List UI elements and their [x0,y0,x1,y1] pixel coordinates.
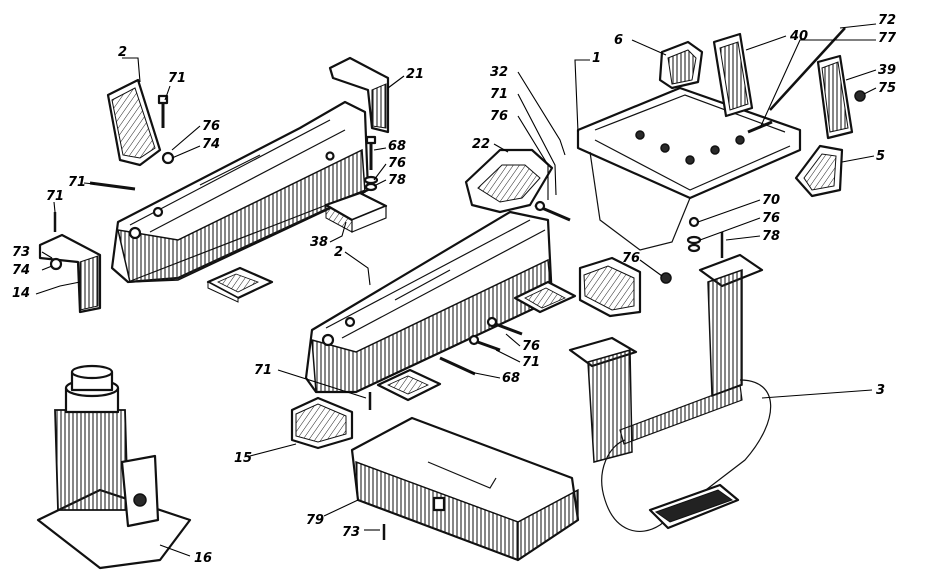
bolt-76-lower [486,316,523,336]
callout-71-bracket-15: 71 [254,363,272,378]
callout-71-left: 71 [68,175,86,190]
bracket-21 [328,56,390,134]
callout-76-right: 76 [762,211,780,226]
nut-74-top-left [161,151,175,165]
callout-71-top-left: 71 [168,71,186,86]
callout-2-top-left: 2 [118,45,127,60]
pad-38 [324,191,388,233]
bracket-15 [290,396,354,450]
callout-15: 15 [234,451,252,466]
callout-74-left: 74 [12,263,30,278]
callout-73-toolbox: 73 [342,525,360,540]
callout-68-upper: 68 [388,139,406,154]
callout-78-right: 78 [762,229,780,244]
step-platform [576,86,802,251]
callout-39: 39 [878,63,896,78]
callout-71-center: 71 [490,87,508,102]
bolt-71-lower [468,334,501,352]
callout-68-lower: 68 [502,371,520,386]
callout-77: 77 [878,31,897,46]
callout-32: 32 [490,65,508,80]
bracket-14 [38,233,102,314]
pad-lower-center [376,368,442,402]
callout-70: 70 [762,193,780,208]
bracket-6 [658,40,704,90]
callout-1: 1 [592,51,601,66]
bolt-76-center [534,200,571,222]
callout-72: 72 [878,13,896,28]
bracket-22 [464,148,554,214]
callout-75: 75 [878,81,896,96]
callout-76-lower: 76 [522,339,540,354]
leader-lines [35,23,877,557]
callout-14: 14 [12,286,30,301]
callout-22: 22 [472,137,490,152]
callout-76-top-left: 76 [202,119,220,134]
bolt-71-left [89,181,136,191]
callout-21: 21 [406,67,424,82]
bracket-2-top-left [106,78,162,167]
callout-74-top-left: 74 [202,137,220,152]
bracket-middle [578,256,642,318]
callout-3: 3 [876,383,885,398]
tool-box [350,416,580,562]
plate-40 [712,32,754,118]
battery-box-left [110,100,370,284]
callout-79: 79 [306,513,324,528]
rod-72 [769,27,846,111]
bolt-71-top-left [157,94,169,128]
pad-left-lower [206,266,274,303]
bolt-68-upper [363,135,379,192]
hydraulic-jack [36,364,192,570]
pad-center [513,280,577,314]
bolt-70 [686,216,702,253]
nut-75 [854,90,866,102]
callout-76-center: 76 [490,109,508,124]
callout-76-nut: 76 [622,251,640,266]
callout-6: 6 [614,33,623,48]
callout-71-lower: 71 [522,355,540,370]
nut-74-left [49,257,63,271]
callout-5: 5 [876,149,885,164]
callout-73-left: 73 [12,245,30,260]
callout-16: 16 [194,551,212,566]
bracket-5 [794,144,844,198]
battery-box-center [304,210,554,394]
step-ladder [568,253,772,532]
callout-2-center: 2 [334,245,343,260]
plate-39 [816,54,854,140]
callout-76-upper: 76 [388,156,406,171]
callout-78-upper: 78 [388,173,406,188]
callout-38: 38 [310,235,328,250]
nut-76-right [660,272,672,284]
bolt-68-lower [439,356,476,376]
callout-labels: 2 71 76 74 71 71 73 74 14 21 68 76 78 38… [12,13,897,566]
callout-71-far-left: 71 [46,189,64,204]
callout-40: 40 [789,29,808,44]
